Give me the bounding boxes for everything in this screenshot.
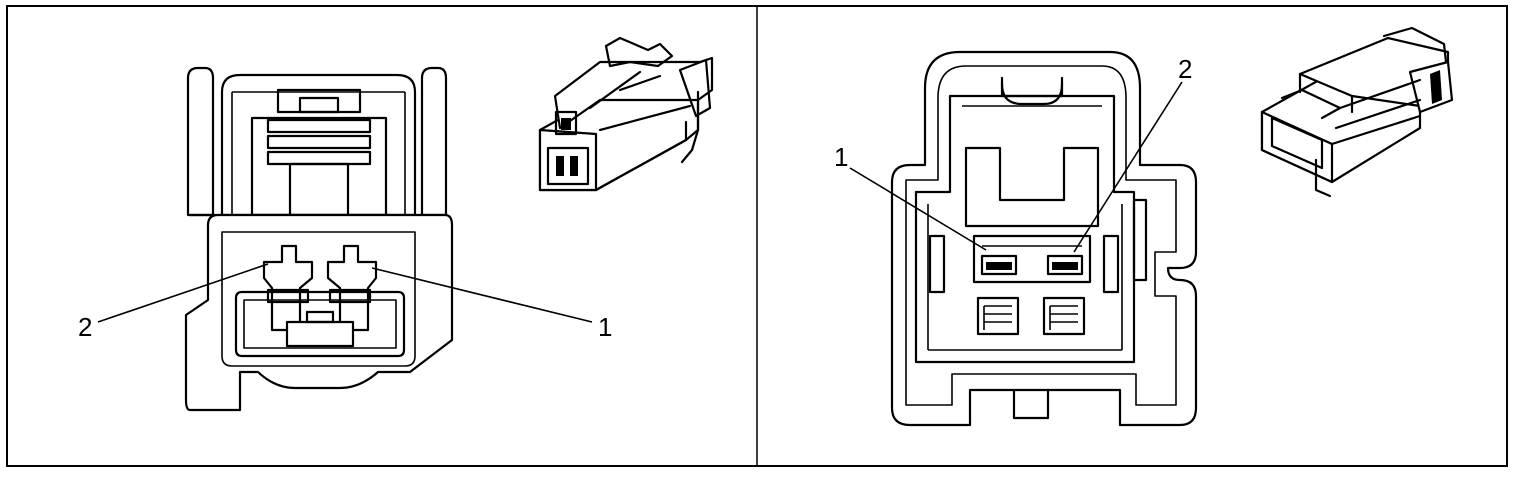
callout-label-right-2: 2 xyxy=(1178,54,1192,84)
right-connector-face-view xyxy=(890,50,1198,427)
right-connector-iso-view xyxy=(1260,26,1454,198)
callout-line-left-terminal-2 xyxy=(97,263,269,323)
callout-label-left-2: 2 xyxy=(78,312,92,342)
callout-line-right-terminal-1 xyxy=(849,167,987,251)
callout-label-left-1: 1 xyxy=(598,312,612,342)
callout-line-left-terminal-1 xyxy=(371,267,593,323)
right-panel: 1 2 xyxy=(834,26,1454,427)
left-connector-iso-view xyxy=(538,36,714,192)
left-connector-face-view xyxy=(184,66,454,412)
left-panel: 2 1 xyxy=(78,36,714,412)
callout-line-right-terminal-2 xyxy=(1073,81,1183,253)
callout-label-right-1: 1 xyxy=(834,142,848,172)
